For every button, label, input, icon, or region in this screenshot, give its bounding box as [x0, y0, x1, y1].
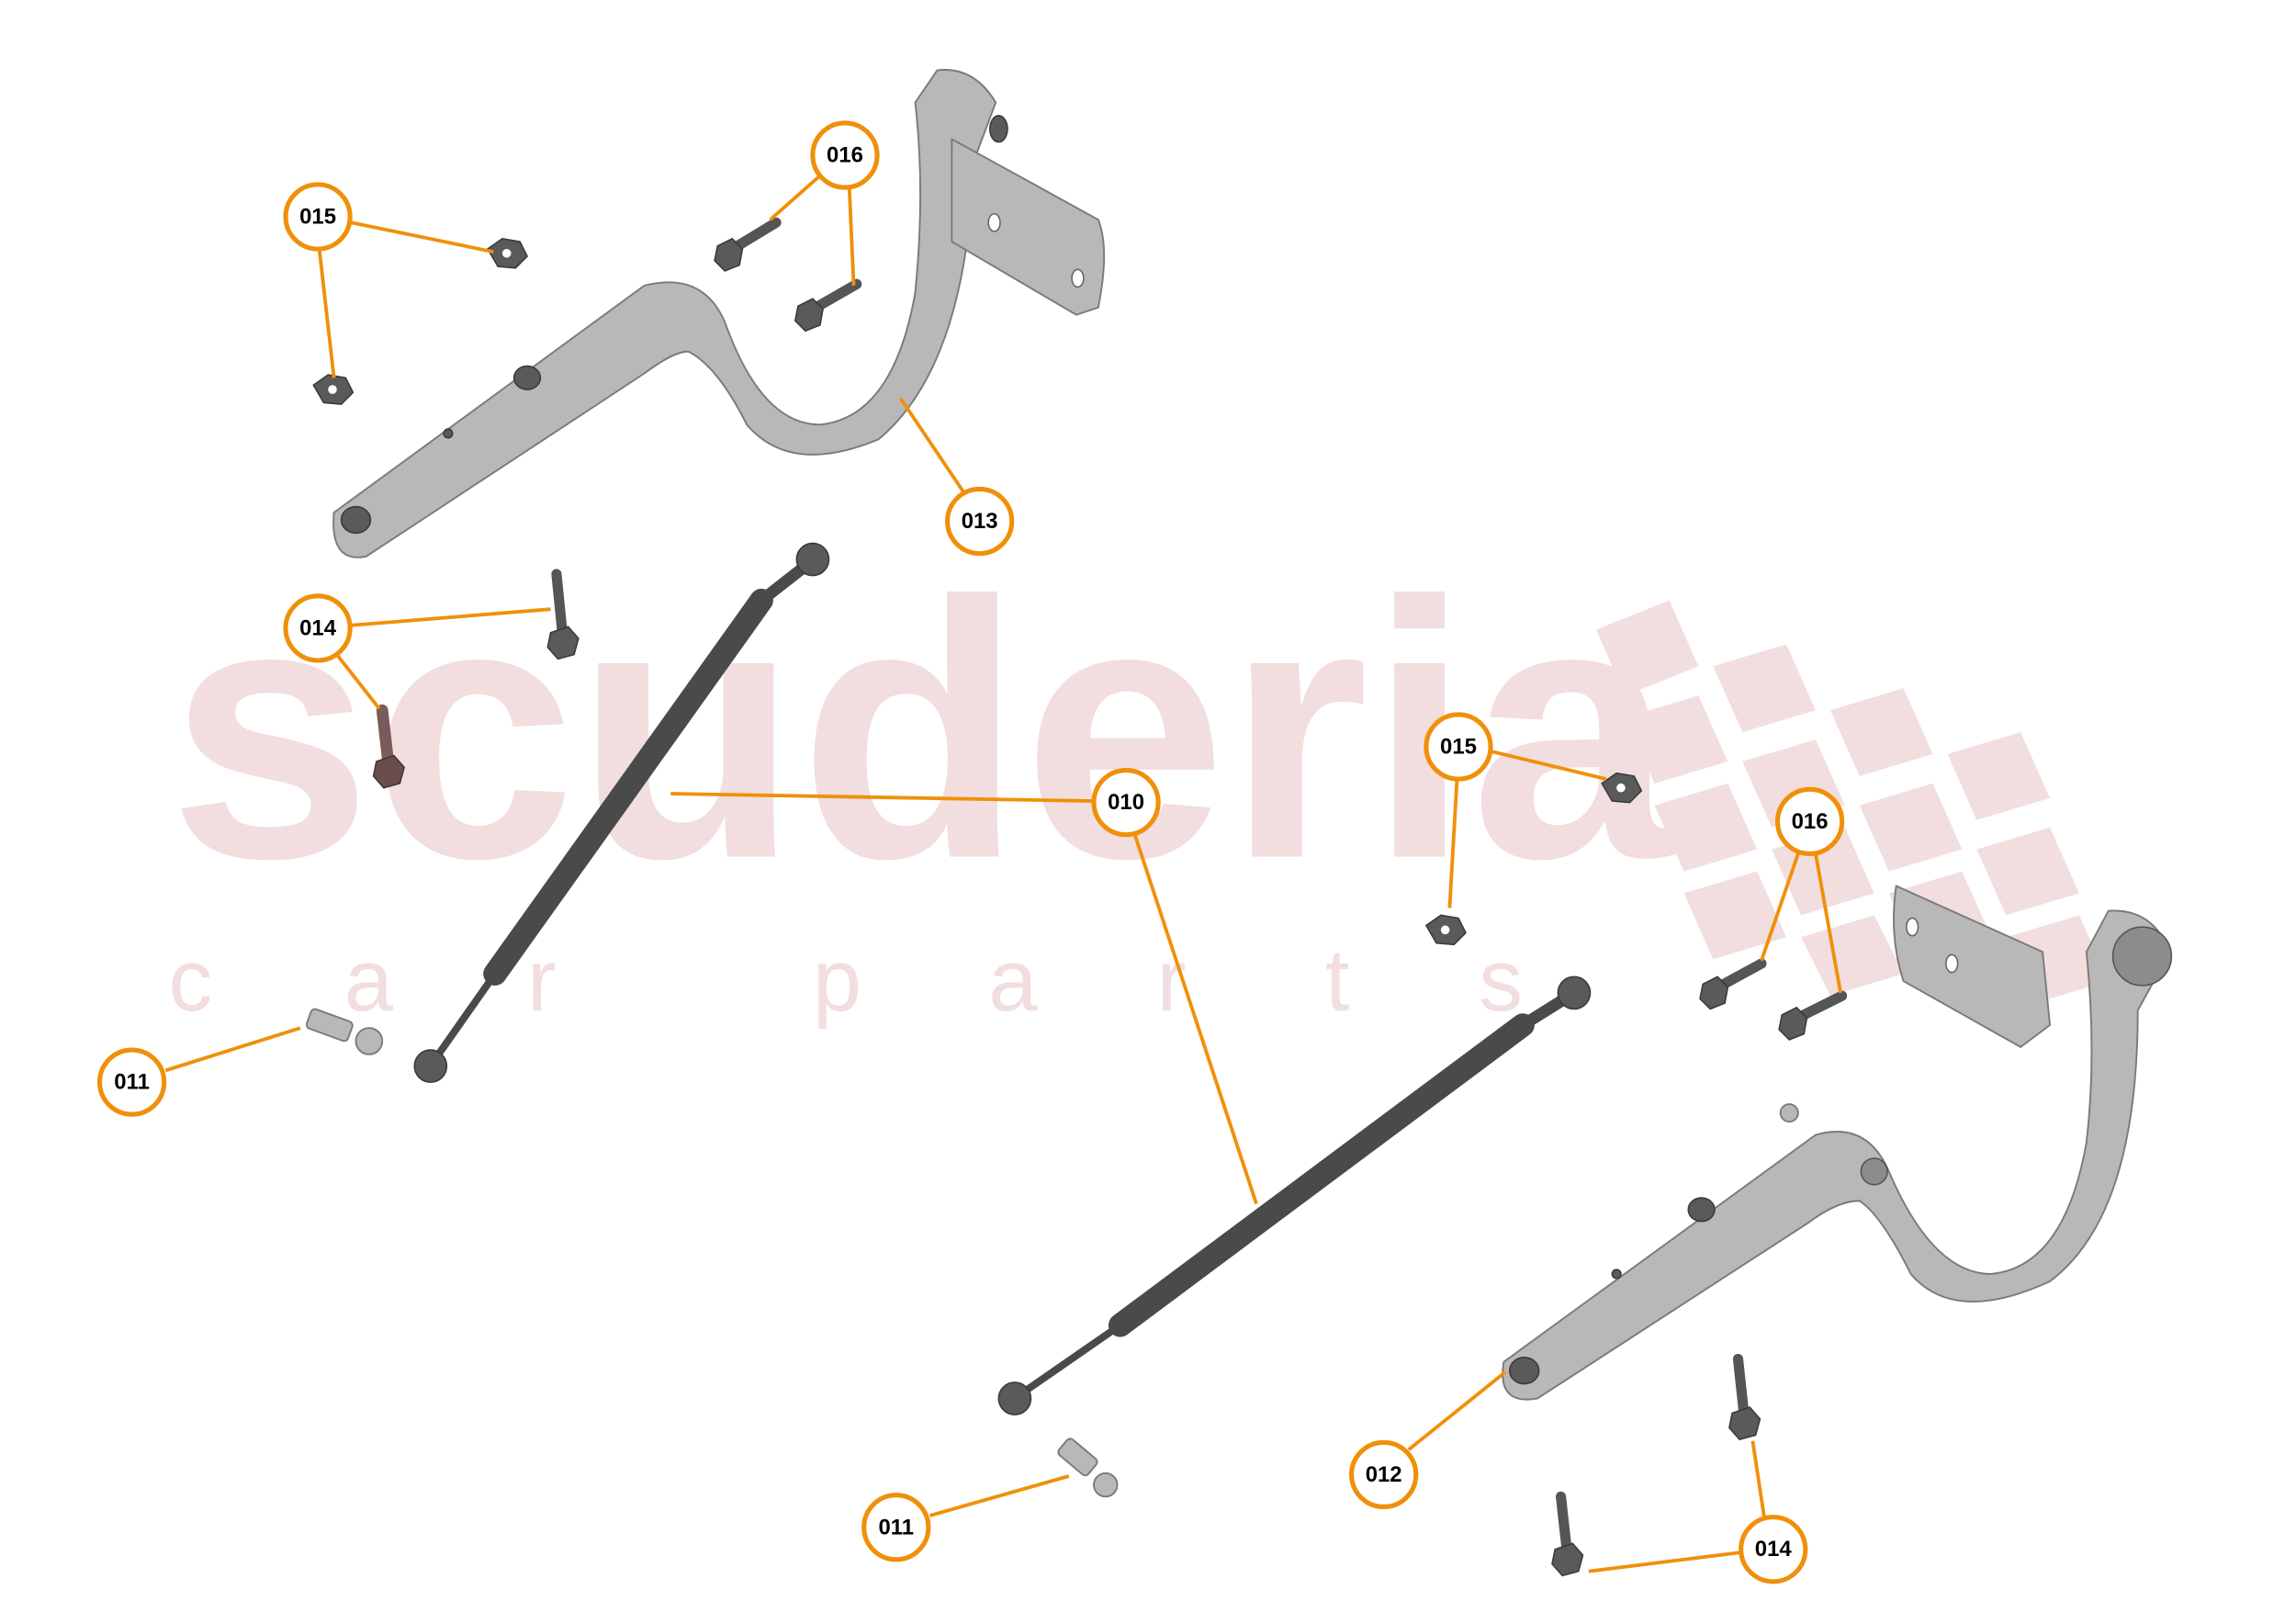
svg-text:011: 011 [114, 1070, 150, 1095]
svg-text:a: a [988, 931, 1038, 1030]
svg-text:013: 013 [962, 509, 998, 534]
svg-text:011: 011 [879, 1515, 915, 1539]
svg-text:c: c [168, 931, 212, 1030]
svg-text:016: 016 [827, 142, 863, 167]
svg-text:p: p [813, 931, 861, 1030]
svg-text:a: a [344, 931, 394, 1030]
leader-lines [164, 174, 1842, 1573]
svg-text:015: 015 [299, 204, 336, 229]
svg-text:t: t [1325, 931, 1350, 1030]
callout-015-upper[interactable]: 015 [283, 182, 353, 252]
svg-text:014: 014 [1755, 1537, 1793, 1562]
callout-016-upper[interactable]: 016 [810, 120, 880, 190]
hinge-left-part-013[interactable] [332, 69, 1106, 558]
flange-bolt-part-016[interactable] [714, 217, 1848, 1041]
svg-text:015: 015 [1440, 735, 1477, 760]
ball-stud-right-part-011[interactable] [1056, 1437, 1119, 1498]
svg-text:016: 016 [1792, 809, 1829, 834]
watermark-subtext: c a r p a r t s [168, 931, 1523, 1030]
svg-text:s: s [1479, 931, 1523, 1030]
washer-part-015[interactable] [312, 238, 1643, 946]
callout-014-lower[interactable]: 014 [1739, 1515, 1808, 1585]
callout-011-left[interactable]: 011 [96, 1047, 167, 1117]
callout-016-lower[interactable]: 016 [1774, 786, 1845, 856]
watermark-brand: scuderia [168, 526, 1676, 935]
callout-015-lower[interactable]: 015 [1424, 712, 1493, 782]
callout-012[interactable]: 012 [1349, 1439, 1419, 1510]
gas-strut-upper-part-010[interactable] [413, 542, 830, 1083]
ball-stud-left-part-011[interactable] [305, 1008, 384, 1055]
callout-011-right[interactable]: 011 [861, 1493, 931, 1562]
svg-text:014: 014 [299, 615, 337, 640]
checkered-flag-watermark [1595, 600, 2109, 1004]
gas-strut-lower-part-010[interactable] [997, 976, 1592, 1415]
bolt-part-014[interactable] [372, 569, 1761, 1577]
hinge-right-part-012[interactable] [1502, 885, 2173, 1401]
callout-013[interactable]: 013 [945, 486, 1015, 557]
callout-014-upper[interactable]: 014 [283, 593, 353, 663]
callout-010[interactable]: 010 [1091, 768, 1161, 838]
svg-text:010: 010 [1108, 790, 1144, 815]
svg-text:012: 012 [1366, 1462, 1402, 1487]
watermark: scuderia c a r p a r t s [168, 526, 2109, 1030]
svg-text:r: r [527, 931, 557, 1030]
